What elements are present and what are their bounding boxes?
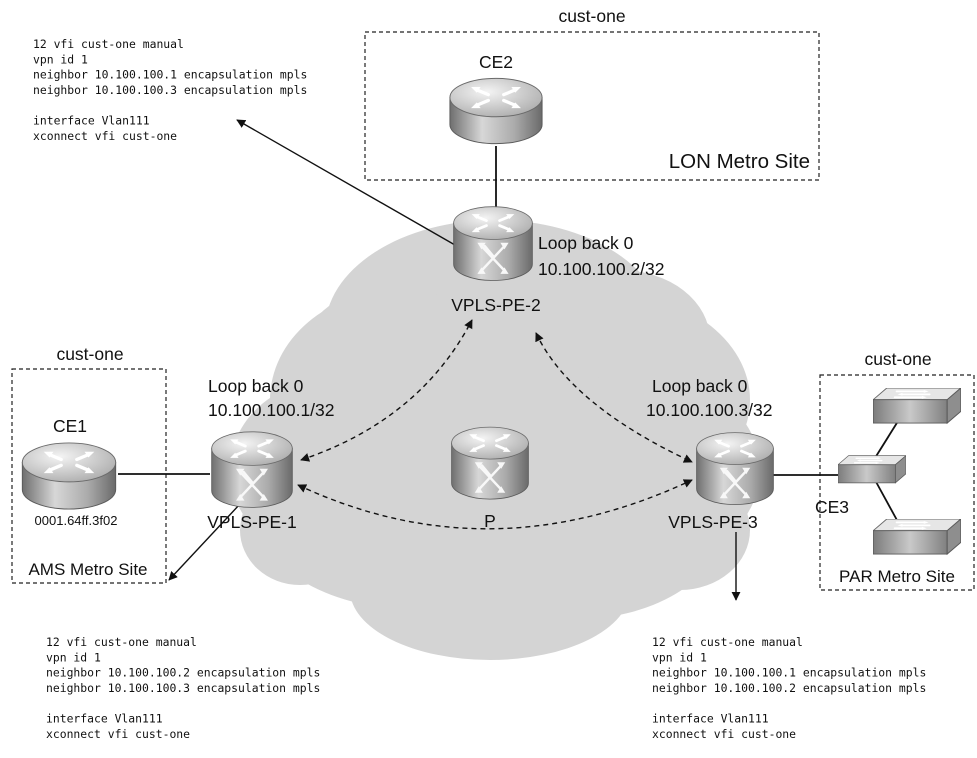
par-switch-top-icon bbox=[873, 388, 961, 424]
link-ce3-switch-top bbox=[874, 417, 901, 459]
par-site-group-label: cust-one bbox=[864, 349, 931, 369]
config-line: interface Vlan111 bbox=[33, 114, 150, 128]
pseudowire-pe1-pe2 bbox=[300, 319, 473, 462]
par-switch-bottom-icon bbox=[873, 519, 961, 555]
config-line: vpn id 1 bbox=[33, 52, 88, 66]
config-line: neighbor 10.100.100.1 encapsulation mpls bbox=[33, 68, 307, 82]
link-ce3-switch-bottom bbox=[874, 479, 899, 523]
config-line: 12 vfi cust-one manual bbox=[33, 37, 184, 51]
config-line: xconnect vfi cust-one bbox=[33, 129, 177, 143]
pe3-loopback-label: Loop back 0 bbox=[652, 376, 748, 396]
config-line: 12 vfi cust-one manual bbox=[652, 635, 803, 649]
ce2-router-icon bbox=[448, 76, 544, 146]
config-line: neighbor 10.100.100.3 encapsulation mpls bbox=[33, 83, 307, 97]
config-line: neighbor 10.100.100.3 encapsulation mpls bbox=[46, 681, 320, 695]
pe3-address-label: 10.100.100.3/32 bbox=[646, 400, 773, 420]
config-line: interface Vlan111 bbox=[46, 712, 163, 726]
ams-site-box bbox=[11, 368, 167, 584]
pe1-loopback-label: Loop back 0 bbox=[208, 376, 304, 396]
pe2-loopback-label: Loop back 0 bbox=[538, 233, 634, 253]
ce1-label: CE1 bbox=[53, 416, 87, 436]
config-line: xconnect vfi cust-one bbox=[46, 727, 190, 741]
config-line: neighbor 10.100.100.2 encapsulation mpls bbox=[46, 666, 320, 680]
config-line: neighbor 10.100.100.1 encapsulation mpls bbox=[652, 666, 926, 680]
pe3-vpls-router-icon bbox=[695, 431, 775, 506]
pseudowire-pe1-pe3 bbox=[297, 479, 693, 530]
par-site-box bbox=[819, 374, 975, 591]
pseudowire-pe2-pe3 bbox=[535, 332, 693, 463]
config-arrow-pe1 bbox=[168, 503, 241, 581]
config-line: 12 vfi cust-one manual bbox=[46, 635, 197, 649]
pe2-address-label: 10.100.100.2/32 bbox=[538, 259, 665, 279]
config-arrow-pe2 bbox=[236, 119, 456, 246]
config-line: neighbor 10.100.100.2 encapsulation mpls bbox=[652, 681, 926, 695]
config-block-pe3: 12 vfi cust-one manual vpn id 1 neighbor… bbox=[652, 635, 926, 741]
pe3-name-label: VPLS-PE-3 bbox=[668, 512, 757, 532]
pe1-name-label: VPLS-PE-1 bbox=[207, 512, 296, 532]
p-router-icon bbox=[450, 425, 530, 501]
pe2-name-label: VPLS-PE-2 bbox=[451, 295, 540, 315]
config-line: vpn id 1 bbox=[652, 650, 707, 664]
pe1-vpls-router-icon bbox=[210, 430, 294, 509]
ams-site-group-label: cust-one bbox=[56, 344, 123, 364]
par-site-name: PAR Metro Site bbox=[839, 567, 955, 586]
pe1-address-label: 10.100.100.1/32 bbox=[208, 400, 335, 420]
p-router-label: P bbox=[484, 511, 496, 531]
config-line: interface Vlan111 bbox=[652, 712, 769, 726]
lon-site-name: LON Metro Site bbox=[669, 150, 810, 173]
config-line: vpn id 1 bbox=[46, 650, 101, 664]
lon-site-box bbox=[364, 31, 820, 181]
ce1-router-icon bbox=[20, 441, 118, 511]
ce3-label: CE3 bbox=[815, 497, 849, 517]
ce1-mac-label: 0001.64ff.3f02 bbox=[35, 513, 118, 528]
config-block-pe2: 12 vfi cust-one manual vpn id 1 neighbor… bbox=[33, 37, 307, 143]
lon-site-group-label: cust-one bbox=[558, 6, 625, 26]
ce2-label: CE2 bbox=[479, 52, 513, 72]
pe2-vpls-router-icon bbox=[452, 205, 534, 282]
config-block-pe1: 12 vfi cust-one manual vpn id 1 neighbor… bbox=[46, 635, 320, 741]
config-line: xconnect vfi cust-one bbox=[652, 727, 796, 741]
ce3-switch-icon bbox=[838, 455, 906, 484]
ams-site-name: AMS Metro Site bbox=[28, 560, 147, 579]
